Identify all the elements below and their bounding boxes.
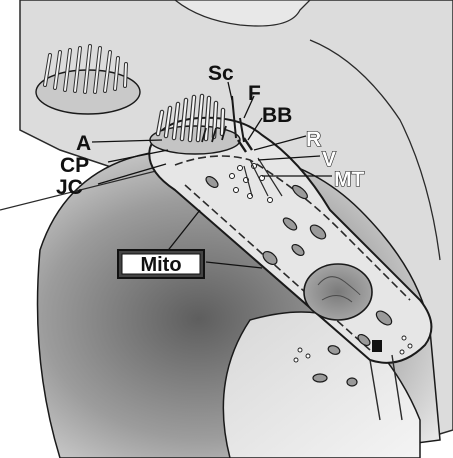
label-a: A xyxy=(76,132,91,155)
label-bb: BB xyxy=(262,104,292,127)
label-mito-box: Mito xyxy=(118,250,204,278)
label-sc: Sc xyxy=(208,62,234,85)
label-r: R xyxy=(306,128,321,151)
label-f: F xyxy=(248,82,261,105)
label-mito: Mito xyxy=(140,254,181,276)
label-mt: MT xyxy=(334,168,364,191)
cuticular-plate xyxy=(150,126,240,154)
nucleus xyxy=(304,264,372,320)
synaptic-ribbon xyxy=(372,340,382,352)
label-jc: JC xyxy=(56,176,83,199)
label-cp: CP xyxy=(60,154,89,177)
